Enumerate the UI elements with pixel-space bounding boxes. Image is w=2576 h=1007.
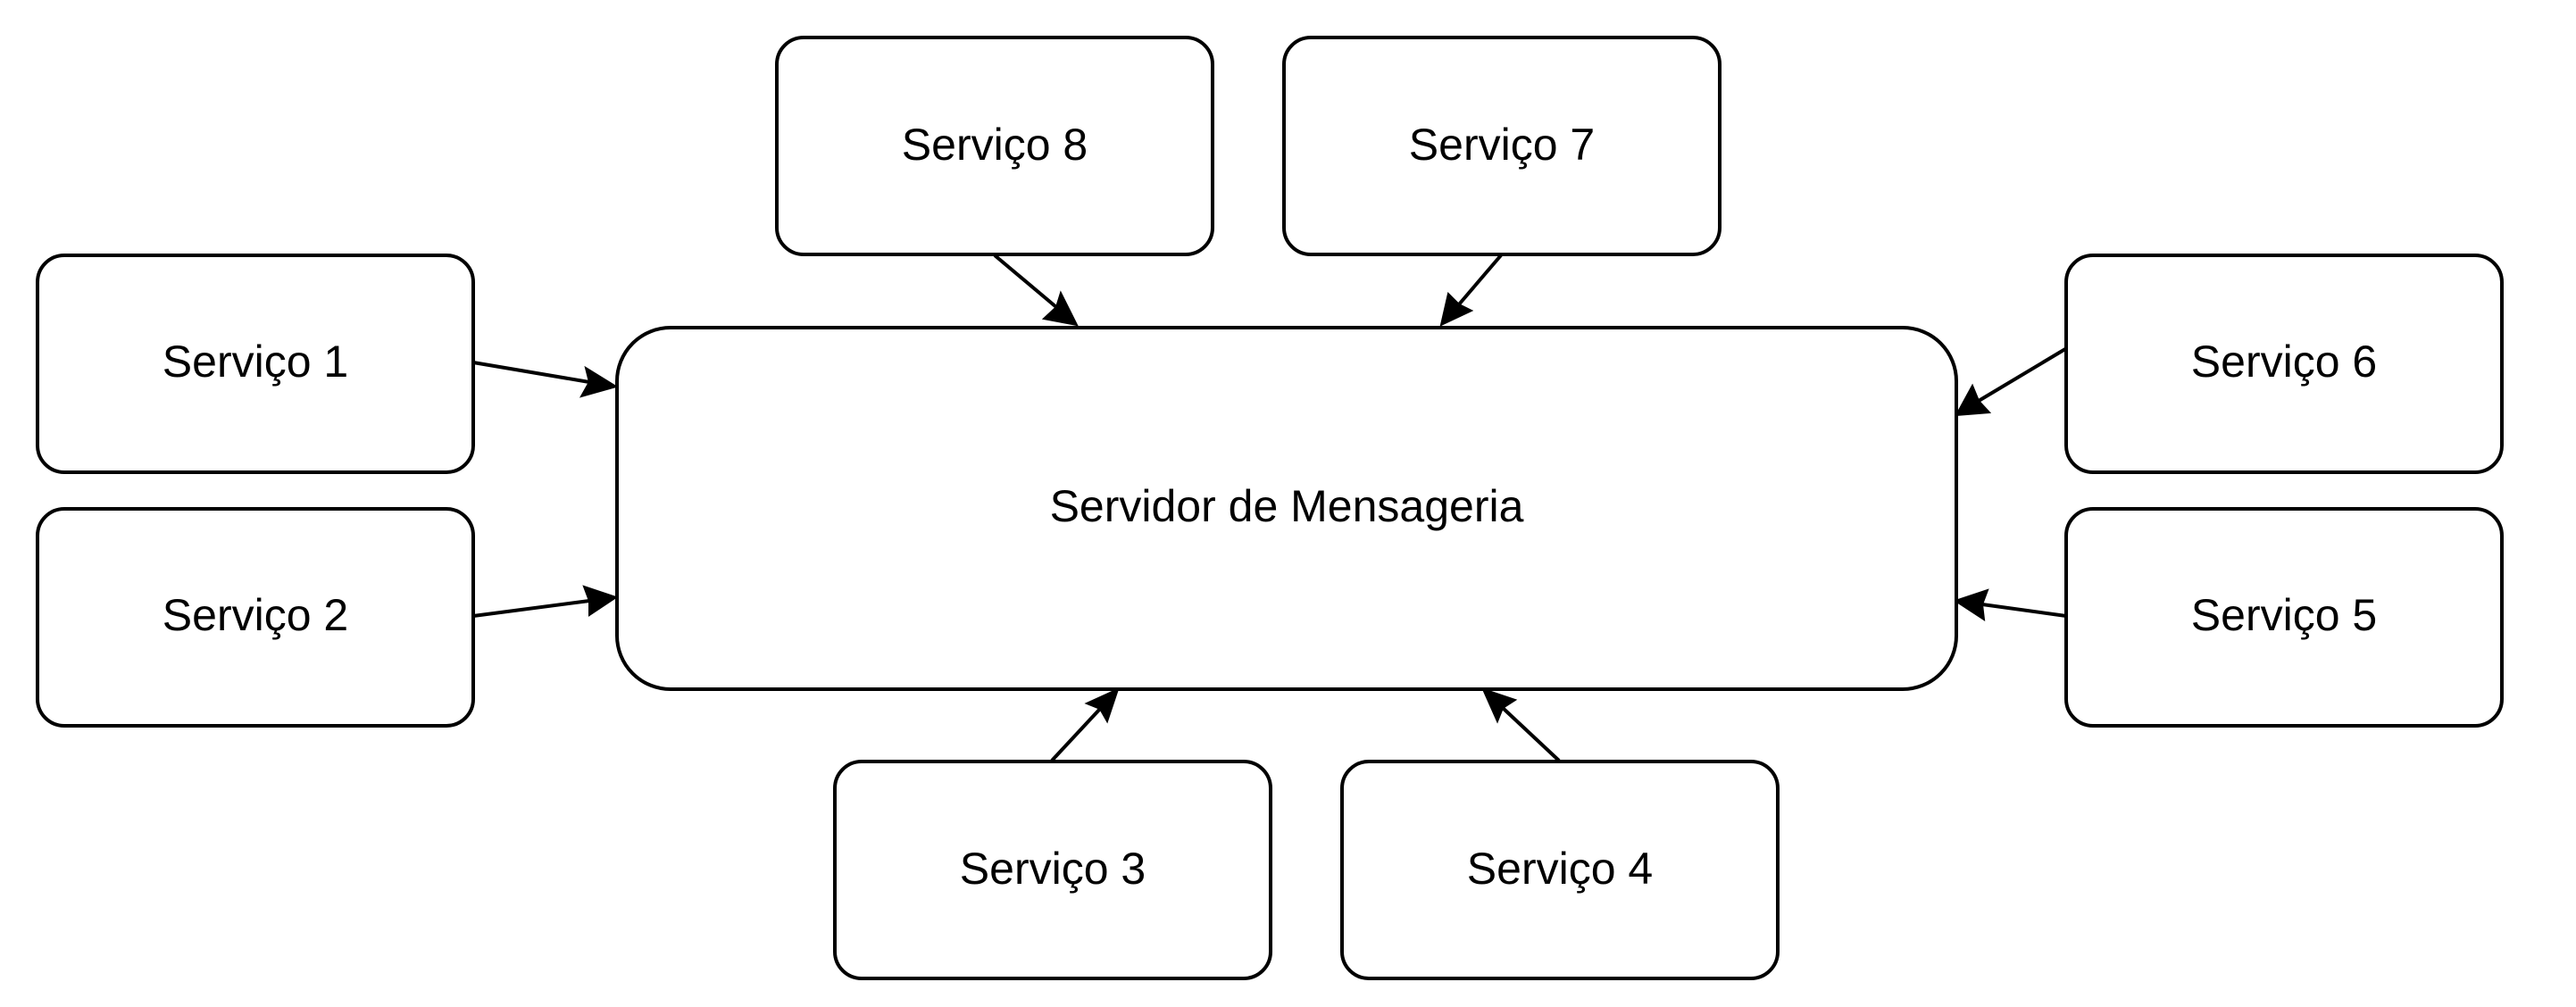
edge-s2-to-server [472, 585, 619, 618]
service-node-6: Serviço 6 [2064, 254, 2504, 474]
messaging-server-label: Servidor de Mensageria [1050, 481, 1524, 531]
service-node-8: Serviço 8 [775, 36, 1214, 256]
service-node-1: Serviço 1 [36, 254, 475, 474]
service-label: Serviço 3 [960, 844, 1146, 894]
service-node-4: Serviço 4 [1340, 760, 1780, 980]
edge-s8-to-server [993, 254, 1079, 327]
service-node-2: Serviço 2 [36, 507, 475, 728]
service-label: Serviço 7 [1409, 120, 1595, 170]
edge-s1-to-server [472, 361, 619, 398]
edges [472, 254, 2072, 762]
edge-s4-to-server [1481, 687, 1561, 762]
service-label: Serviço 1 [163, 337, 348, 387]
service-label: Serviço 4 [1467, 844, 1653, 894]
service-label: Serviço 6 [2191, 337, 2377, 387]
messaging-server-node: Servidor de Mensageria [615, 326, 1958, 691]
service-node-5: Serviço 5 [2064, 507, 2504, 728]
service-node-7: Serviço 7 [1282, 36, 1722, 256]
edge-s6-to-server [1955, 345, 2072, 417]
service-node-3: Serviço 3 [833, 760, 1272, 980]
edge-s7-to-server [1439, 254, 1503, 327]
service-label: Serviço 8 [902, 120, 1088, 170]
service-label: Serviço 2 [163, 590, 348, 640]
service-label: Serviço 5 [2191, 590, 2377, 640]
edge-s5-to-server [1953, 588, 2067, 622]
edge-s3-to-server [1050, 687, 1120, 762]
